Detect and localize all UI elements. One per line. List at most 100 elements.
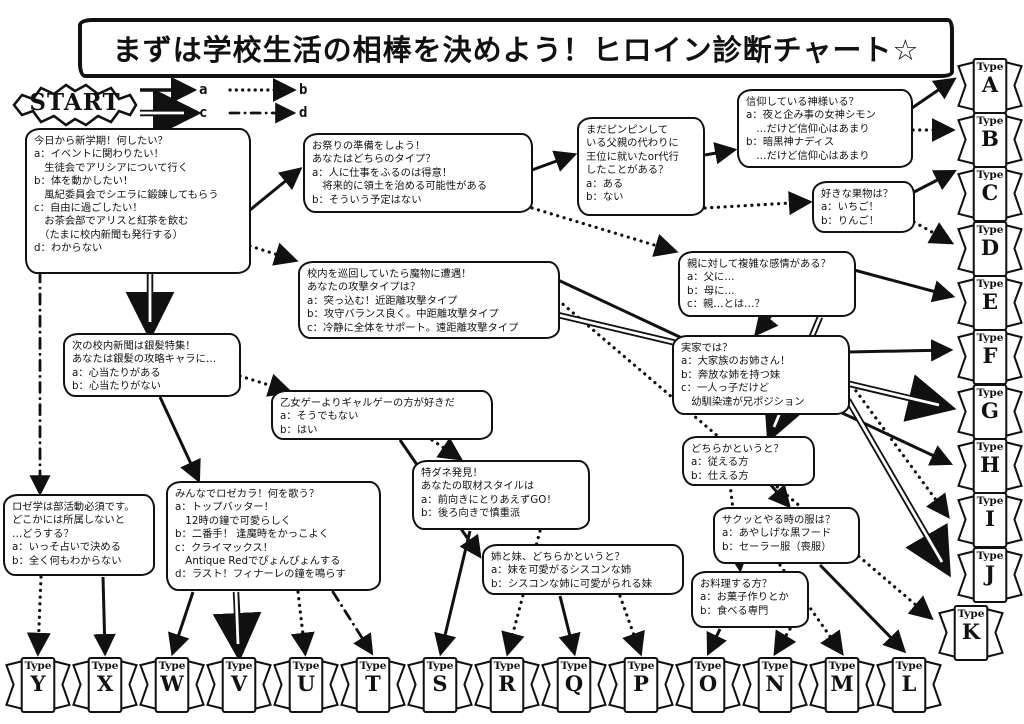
question-festival: お祭りの準備をしよう！ あなたはどちらのタイプ？ a：人に仕事をふるのは得意！ … — [303, 133, 533, 213]
question-god: 信仰している神様いる？ a：夜と企み事の女神シモン …だけど信仰心はあまり b：… — [737, 89, 913, 168]
question-club: ロゼ学は部活動必須です。 どこかには所属しないと …どうする？ a：いっそ占いで… — [3, 494, 155, 576]
banner-type-word: Type — [976, 224, 1004, 236]
banner-letter: C — [981, 179, 999, 205]
banner-type-word: Type — [426, 660, 454, 672]
banner-type-word: Type — [957, 608, 985, 620]
banner-type-word: Type — [493, 660, 521, 672]
banner-type-word: Type — [976, 61, 1004, 73]
banner-letter: X — [96, 670, 114, 696]
legend-label-c: c — [199, 105, 208, 121]
banner-letter: Y — [30, 670, 46, 696]
banner-type-word: Type — [560, 660, 588, 672]
banner-type-word: Type — [976, 441, 1004, 453]
legend-label-d: d — [299, 105, 308, 121]
banner-letter: B — [981, 125, 999, 151]
banner-type-word: Type — [895, 660, 923, 672]
banner-letter: L — [901, 670, 917, 696]
question-lead-or-serve: どちらかというと？ a：従える方 b：仕える方 — [682, 436, 815, 486]
banner-letter: O — [698, 670, 718, 696]
banner-type-word: Type — [627, 660, 655, 672]
banner-type-word: Type — [24, 660, 52, 672]
banner-letter: K — [961, 618, 981, 644]
legend-label-a: a — [199, 82, 208, 98]
question-attack-type: 校内を巡回していたら魔物に遭遇！ あなたの攻撃タイプは？ a：突っ込む！近距離攻… — [298, 261, 560, 339]
banner-type-word: Type — [91, 660, 119, 672]
legend-arrow-group — [140, 76, 297, 138]
banner-type-word: Type — [976, 550, 1004, 562]
banner-letter: V — [230, 670, 248, 696]
banner-letter: R — [498, 670, 516, 696]
banner-type-word: Type — [694, 660, 722, 672]
banner-letter: T — [365, 670, 381, 696]
question-parents: 親に対して複雑な感情がある？ a：父に… b：母に… c：親…とは…？ — [678, 251, 856, 317]
question-silver-hair: 次の校内新聞は銀髪特集！ あなたは銀髪の攻略キャラに… a：心当たりがある b：… — [63, 333, 241, 397]
banner-type-word: Type — [976, 115, 1004, 127]
banner-letter: S — [432, 670, 448, 696]
banner-type-word: Type — [976, 169, 1004, 181]
banner-type-word: Type — [225, 660, 253, 672]
banner-letter: W — [160, 670, 184, 696]
question-karaoke: みんなでロゼカラ！何を歌う？ a：トップバッター！ 12時の鐘で可愛らしく b：… — [166, 481, 381, 591]
banner-letter: Q — [564, 670, 584, 696]
legend-label-b: b — [299, 82, 308, 98]
banner-letter: A — [981, 71, 999, 97]
question-galge: 乙女ゲーよりギャルゲーの方が好きだ a：そうでもない b：はい — [271, 390, 493, 440]
banner-letter: N — [765, 670, 785, 696]
dashdot-arrow-group — [29, 270, 374, 656]
banner-letter: E — [981, 288, 998, 314]
banner-type-word: Type — [292, 660, 320, 672]
question-sisters: 姉と妹、どちらかというと？ a：妹を可愛がるシスコンな姉 b：シスコンな姉に可愛… — [482, 544, 684, 595]
question-throne: まだピンピンして いる父親の代わりに 王位に就いたor代行 したことがある？ a… — [577, 117, 705, 216]
question-cooking: お料理する方？ a：お菓子作りとか b：食べる専門 — [691, 571, 809, 628]
question-new-term: 今日から新学期！何したい？ a：イベントに関わりたい！ 生徒会でアリシアについて… — [25, 128, 251, 274]
banner-type-word: Type — [976, 495, 1004, 507]
question-outfit: サクッとやる時の服は？ a：あやしげな黒フード b：セーラー服（喪服） — [713, 507, 860, 564]
banner-letter: D — [980, 234, 1000, 260]
banner-letter: G — [981, 397, 999, 423]
question-family-home: 実家では？ a：大家族のお姉さん！ b：奔放な姉を持つ妹 c：一人っ子だけど 幼… — [672, 335, 850, 415]
page-title-text: まずは学校生活の相棒を決めよう！ヒロイン診断チャート☆ — [112, 33, 920, 67]
banner-type-word: Type — [976, 387, 1004, 399]
banner-letter: P — [633, 670, 649, 696]
banner-letter: J — [985, 560, 995, 586]
question-scoop: 特ダネ発見！ あなたの取材スタイルは a：前向きにとりあえずGO！ b：後ろ向き… — [412, 460, 590, 530]
start-label: START — [29, 89, 121, 116]
banner-type-word: Type — [158, 660, 186, 672]
banner-letter: F — [982, 342, 998, 368]
banner-letter: I — [985, 505, 995, 531]
question-fruit: 好きな果物は？ a：いちご！ b：りんご！ — [812, 181, 915, 233]
banner-type-word: Type — [976, 278, 1004, 290]
page-title: まずは学校生活の相棒を決めよう！ヒロイン診断チャート☆ — [78, 18, 954, 78]
banner-type-word: Type — [828, 660, 856, 672]
banner-letter: M — [830, 670, 854, 696]
banner-letter: H — [980, 451, 1000, 477]
banner-type-word: Type — [359, 660, 387, 672]
banner-letter: U — [296, 670, 316, 696]
start-badge: START — [8, 80, 142, 130]
